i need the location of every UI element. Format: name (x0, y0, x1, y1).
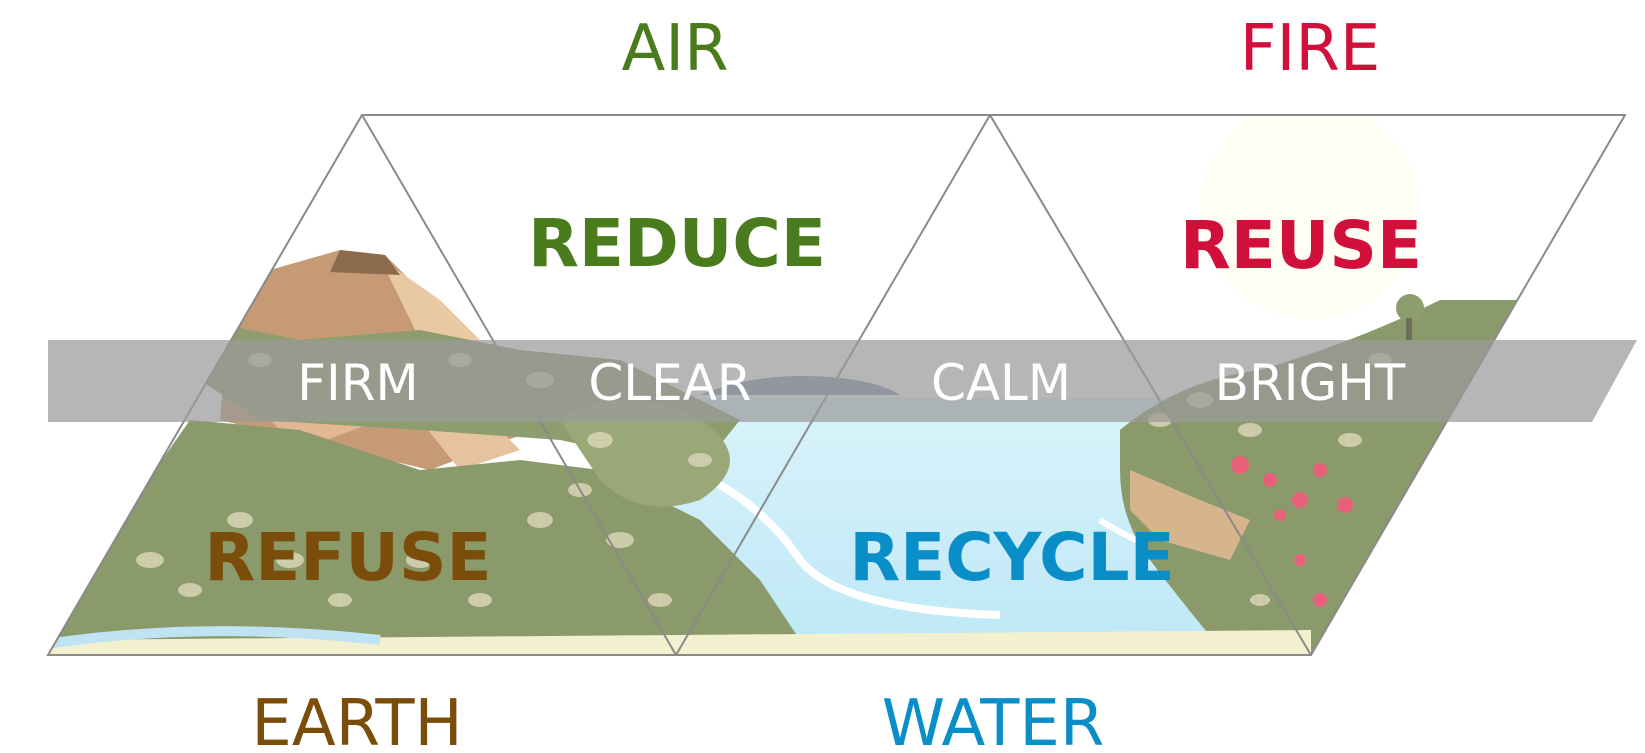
water-label: WATER (882, 687, 1105, 753)
reuse-label: REUSE (1180, 207, 1422, 284)
recycle-label: RECYCLE (849, 519, 1174, 596)
band-word-clear: CLEAR (588, 354, 751, 412)
reduce-label: REDUCE (528, 205, 826, 282)
refuse-label: REFUSE (204, 519, 491, 596)
quality-band (48, 340, 1637, 422)
band-word-firm: FIRM (297, 354, 418, 412)
band-word-calm: CALM (931, 354, 1071, 412)
earth-label: EARTH (251, 687, 462, 753)
fire-label: FIRE (1240, 12, 1381, 86)
band-word-bright: BRIGHT (1215, 354, 1406, 412)
air-label: AIR (621, 12, 728, 86)
